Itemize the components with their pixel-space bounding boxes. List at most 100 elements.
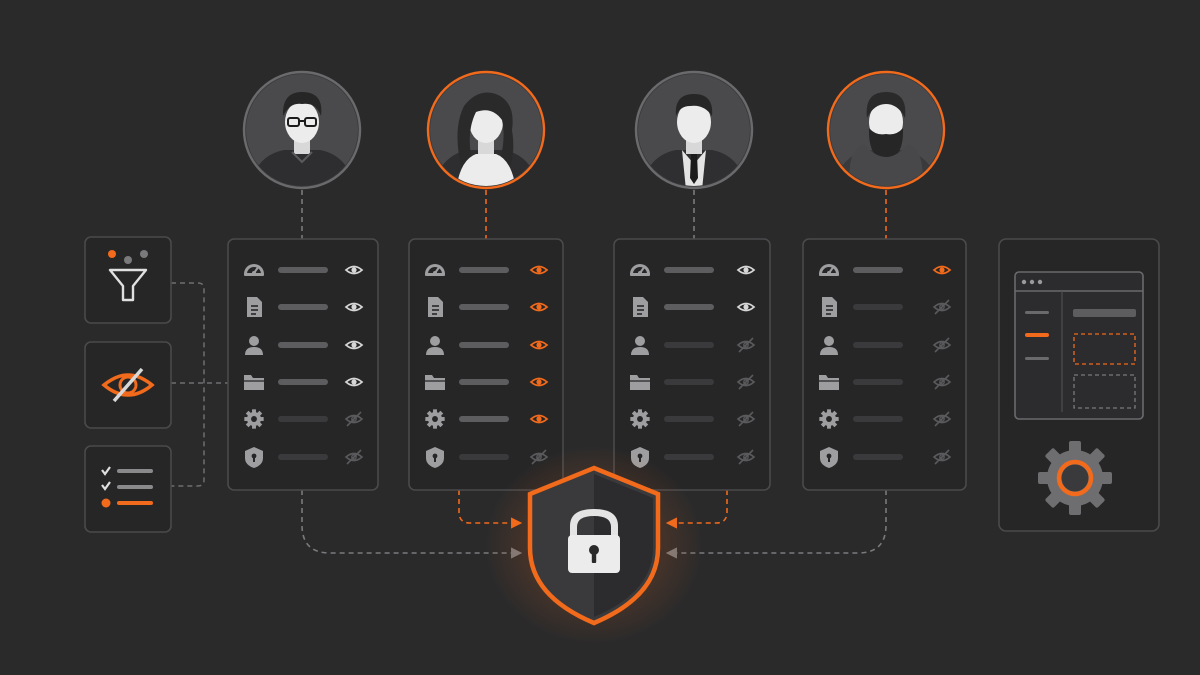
gear-icon xyxy=(425,409,445,429)
gear-icon xyxy=(244,409,264,429)
lock-shackle xyxy=(570,509,618,536)
permission-bar xyxy=(459,454,509,460)
eye-slash-icon xyxy=(344,411,364,427)
permission-row xyxy=(244,409,364,429)
tool-box xyxy=(84,236,172,324)
permission-bar xyxy=(278,454,328,460)
user-icon xyxy=(426,336,444,355)
document-icon xyxy=(247,297,262,317)
user-icon xyxy=(631,336,649,355)
panel-frame xyxy=(408,238,564,491)
permission-row xyxy=(819,374,952,390)
man-with-glasses-avatar xyxy=(242,70,362,190)
tool-box xyxy=(84,445,172,533)
shield-icon xyxy=(820,447,838,468)
permission-bar xyxy=(664,267,714,273)
avatar-row xyxy=(242,70,946,190)
permission-bar xyxy=(278,304,328,310)
folder-icon xyxy=(425,375,445,390)
folder-icon xyxy=(244,375,264,390)
eye-slash-icon xyxy=(736,337,756,353)
window-layout-icon xyxy=(1014,271,1144,420)
permission-row xyxy=(425,375,549,390)
eye-slash-icon xyxy=(932,374,952,390)
link-arrow xyxy=(458,490,523,529)
permission-bar xyxy=(278,267,328,273)
permission-bar xyxy=(853,304,903,310)
user-icon xyxy=(245,336,263,355)
permission-bar xyxy=(459,267,509,273)
permission-row xyxy=(822,297,952,317)
permission-row xyxy=(819,264,952,276)
eye-slash-icon xyxy=(932,337,952,353)
eye-icon xyxy=(529,340,549,350)
permission-row xyxy=(819,409,952,429)
eye-icon xyxy=(344,302,364,312)
shield-icon xyxy=(245,447,263,468)
eye-icon xyxy=(344,340,364,350)
permission-row xyxy=(426,336,549,355)
permission-panels xyxy=(227,238,967,491)
eye-slash-icon xyxy=(736,411,756,427)
eye-icon xyxy=(344,265,364,275)
central-shield xyxy=(484,445,704,645)
tool-column xyxy=(84,236,172,533)
checklist-icon xyxy=(101,466,153,508)
dashboard-icon xyxy=(630,264,650,276)
permission-bar xyxy=(278,379,328,385)
eye-slash-icon xyxy=(344,449,364,465)
eye-icon xyxy=(932,265,952,275)
permission-bar xyxy=(664,379,714,385)
woman-avatar xyxy=(426,70,546,190)
tool-frame xyxy=(84,236,172,324)
document-icon xyxy=(428,297,443,317)
permission-row xyxy=(631,336,756,355)
eye-icon xyxy=(736,302,756,312)
dashboard-icon xyxy=(819,264,839,276)
permission-row xyxy=(630,409,756,429)
dashboard-icon xyxy=(244,264,264,276)
permission-bar xyxy=(664,416,714,422)
eye-icon xyxy=(736,265,756,275)
permission-row xyxy=(425,264,549,276)
permission-bar xyxy=(278,416,328,422)
permission-row xyxy=(245,336,364,355)
permission-panel xyxy=(408,238,564,491)
connectors xyxy=(171,190,887,559)
permission-row xyxy=(820,336,952,355)
permission-row xyxy=(425,409,549,429)
permission-bar xyxy=(459,304,509,310)
tool-link xyxy=(171,282,205,487)
panel-frame xyxy=(802,238,967,491)
permission-bar xyxy=(459,379,509,385)
tool-box xyxy=(84,341,172,429)
gear-icon xyxy=(630,409,650,429)
permission-row xyxy=(247,297,364,317)
eye-icon xyxy=(529,414,549,424)
eye-icon xyxy=(529,377,549,387)
permission-row xyxy=(245,447,364,468)
bearded-man-avatar xyxy=(826,70,946,190)
permission-bar xyxy=(664,304,714,310)
permission-row xyxy=(244,375,364,390)
permission-bar xyxy=(853,342,903,348)
dashboard-icon xyxy=(425,264,445,276)
permission-bar xyxy=(853,379,903,385)
folder-icon xyxy=(630,375,650,390)
shield-icon xyxy=(426,447,444,468)
eye-icon xyxy=(344,377,364,387)
user-icon xyxy=(820,336,838,355)
link-arrow xyxy=(665,490,887,559)
eye-slash-icon xyxy=(736,374,756,390)
permission-row xyxy=(630,374,756,390)
document-icon xyxy=(822,297,837,317)
permission-panel xyxy=(227,238,379,491)
eye-icon xyxy=(529,265,549,275)
config-panel xyxy=(998,238,1160,532)
permission-row xyxy=(630,264,756,276)
shield-lock-icon xyxy=(527,465,661,626)
eye-slash-icon xyxy=(101,367,155,403)
panel-frame xyxy=(613,238,771,491)
permission-panel xyxy=(613,238,771,491)
